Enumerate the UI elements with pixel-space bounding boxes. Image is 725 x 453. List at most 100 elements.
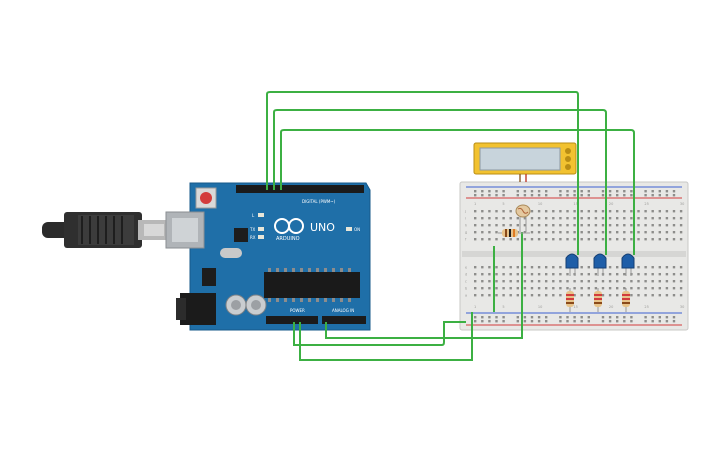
breadboard-hole[interactable]: [672, 231, 676, 234]
breadboard-hole[interactable]: [523, 266, 527, 269]
breadboard-hole[interactable]: [573, 217, 576, 220]
breadboard-hole[interactable]: [488, 217, 491, 220]
breadboard-hole[interactable]: [587, 266, 590, 269]
breadboard-hole[interactable]: [665, 217, 669, 220]
breadboard-hole[interactable]: [488, 273, 491, 276]
breadboard-hole[interactable]: [523, 224, 527, 227]
usb-cable[interactable]: [42, 212, 168, 248]
rail-hole[interactable]: [623, 320, 626, 323]
breadboard-hole[interactable]: [474, 273, 477, 276]
arduino-uno-board[interactable]: ARDUINO UNO ON DIGITAL (PWM~) POWER ANAL…: [165, 182, 371, 331]
breadboard-hole[interactable]: [651, 287, 654, 290]
breadboard-hole[interactable]: [601, 231, 605, 234]
breadboard-hole[interactable]: [545, 231, 548, 234]
breadboard-hole[interactable]: [623, 273, 626, 276]
rail-hole[interactable]: [488, 316, 491, 319]
breadboard-hole[interactable]: [502, 238, 505, 241]
breadboard-hole[interactable]: [474, 280, 477, 283]
breadboard-hole[interactable]: [474, 217, 477, 220]
breadboard-hole[interactable]: [495, 231, 498, 234]
rail-hole[interactable]: [601, 190, 605, 193]
breadboard-hole[interactable]: [630, 287, 633, 290]
rail-hole[interactable]: [573, 320, 576, 323]
rail-hole[interactable]: [623, 194, 626, 197]
breadboard-hole[interactable]: [474, 224, 477, 227]
breadboard-hole[interactable]: [616, 294, 619, 297]
rail-hole[interactable]: [545, 316, 548, 319]
breadboard-hole[interactable]: [509, 210, 512, 213]
breadboard-hole[interactable]: [566, 273, 569, 276]
breadboard-hole[interactable]: [552, 266, 555, 269]
rail-hole[interactable]: [587, 194, 590, 197]
breadboard-hole[interactable]: [601, 217, 605, 220]
breadboard-hole[interactable]: [587, 224, 590, 227]
rail-hole[interactable]: [559, 320, 562, 323]
rail-hole[interactable]: [651, 316, 654, 319]
breadboard-hole[interactable]: [665, 266, 669, 269]
rail-hole[interactable]: [545, 190, 548, 193]
breadboard-hole[interactable]: [495, 266, 498, 269]
breadboard-hole[interactable]: [630, 294, 633, 297]
wire-pin13-to-led1[interactable]: [266, 91, 579, 255]
breadboard-hole[interactable]: [637, 224, 640, 227]
rail-hole[interactable]: [530, 320, 534, 323]
breadboard-hole[interactable]: [495, 217, 498, 220]
breadboard-hole[interactable]: [608, 224, 612, 227]
breadboard-hole[interactable]: [481, 217, 484, 220]
rail-hole[interactable]: [502, 190, 505, 193]
breadboard-hole[interactable]: [665, 231, 669, 234]
breadboard-hole[interactable]: [488, 210, 491, 213]
rail-hole[interactable]: [608, 194, 612, 197]
breadboard-hole[interactable]: [566, 224, 569, 227]
breadboard-hole[interactable]: [587, 231, 590, 234]
breadboard-hole[interactable]: [545, 238, 548, 241]
rail-hole[interactable]: [488, 190, 491, 193]
breadboard-hole[interactable]: [580, 231, 583, 234]
jumper-wires[interactable]: [266, 91, 635, 361]
rail-hole[interactable]: [580, 316, 583, 319]
breadboard-hole[interactable]: [665, 238, 669, 241]
breadboard-hole[interactable]: [630, 224, 633, 227]
breadboard-hole[interactable]: [502, 287, 505, 290]
lcd-display[interactable]: [473, 142, 577, 182]
breadboard-hole[interactable]: [545, 287, 548, 290]
breadboard-hole[interactable]: [580, 273, 583, 276]
breadboard-hole[interactable]: [495, 287, 498, 290]
resistor[interactable]: [594, 288, 602, 312]
rail-hole[interactable]: [516, 316, 519, 319]
rail-hole[interactable]: [495, 190, 498, 193]
breadboard-hole[interactable]: [523, 217, 527, 220]
breadboard-hole[interactable]: [616, 224, 619, 227]
breadboard-hole[interactable]: [608, 287, 612, 290]
rail-hole[interactable]: [672, 320, 676, 323]
breadboard-hole[interactable]: [644, 224, 647, 227]
breadboard-hole[interactable]: [509, 224, 512, 227]
rail-hole[interactable]: [523, 316, 527, 319]
rail-hole[interactable]: [537, 190, 541, 193]
breadboard-hole[interactable]: [630, 280, 633, 283]
breadboard-hole[interactable]: [559, 287, 562, 290]
breadboard-hole[interactable]: [679, 224, 683, 227]
breadboard-hole[interactable]: [630, 210, 633, 213]
breadboard-hole[interactable]: [587, 210, 590, 213]
breadboard-hole[interactable]: [474, 238, 477, 241]
breadboard-hole[interactable]: [672, 294, 676, 297]
breadboard-hole[interactable]: [559, 217, 562, 220]
rail-hole[interactable]: [616, 190, 619, 193]
rail-hole[interactable]: [474, 190, 477, 193]
blue-led[interactable]: [621, 253, 635, 276]
breadboard-hole[interactable]: [658, 294, 661, 297]
breadboard-hole[interactable]: [495, 238, 498, 241]
breadboard-hole[interactable]: [594, 210, 598, 213]
breadboard-hole[interactable]: [637, 217, 640, 220]
breadboard-hole[interactable]: [516, 224, 519, 227]
rail-hole[interactable]: [608, 190, 612, 193]
breadboard-hole[interactable]: [523, 273, 527, 276]
breadboard-hole[interactable]: [672, 217, 676, 220]
rail-hole[interactable]: [495, 194, 498, 197]
rail-hole[interactable]: [516, 320, 519, 323]
breadboard-hole[interactable]: [537, 217, 541, 220]
breadboard-hole[interactable]: [488, 287, 491, 290]
rail-hole[interactable]: [523, 320, 527, 323]
breadboard-hole[interactable]: [509, 266, 512, 269]
